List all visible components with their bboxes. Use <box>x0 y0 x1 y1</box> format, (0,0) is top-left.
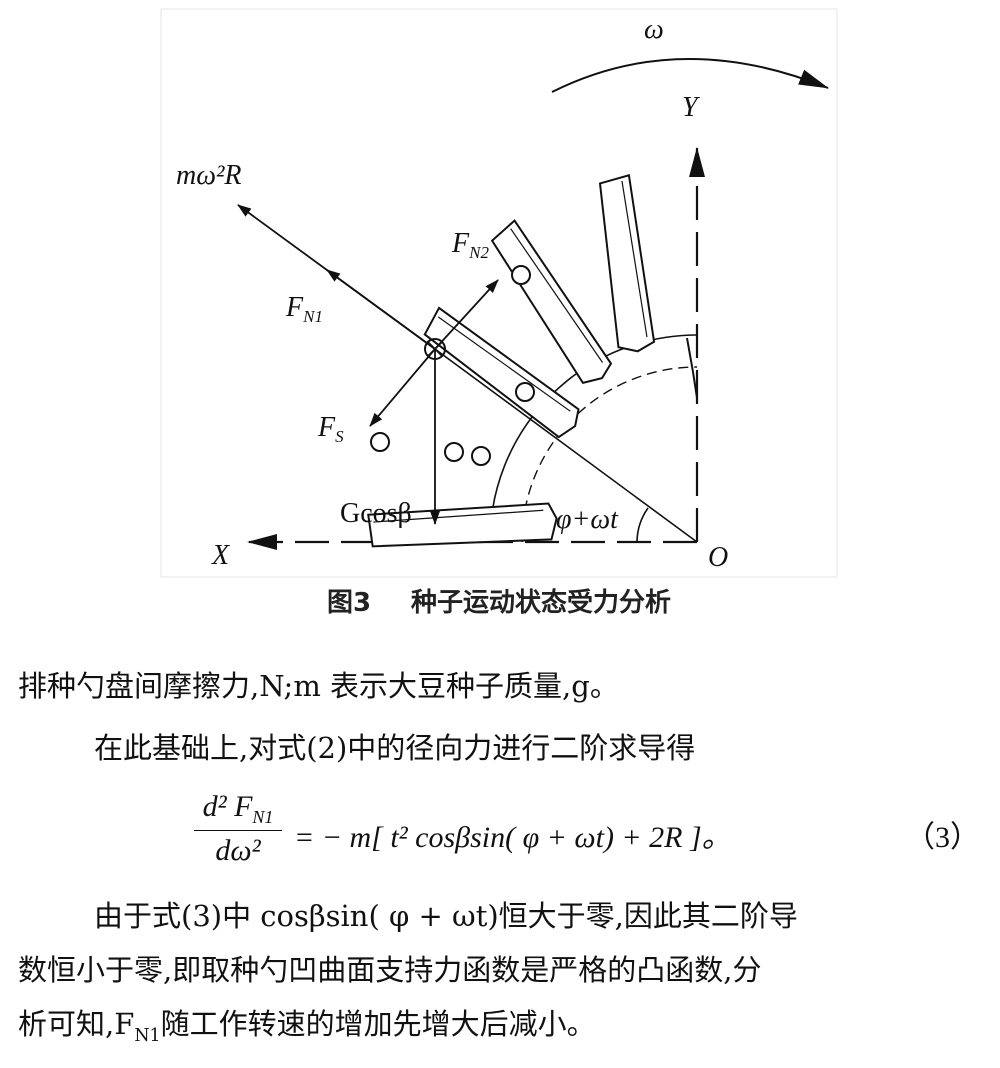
seed-spoon <box>423 306 580 439</box>
fs-label: FS <box>317 412 344 446</box>
caption-number: 图3 <box>326 588 372 618</box>
omega-arc <box>551 58 829 93</box>
line5-sub: N1 <box>134 1025 161 1046</box>
angle-arc <box>636 507 649 543</box>
gravity-label: Gcosβ <box>340 498 412 529</box>
force-diagram: ω Y X O mω²R FN2 FN1 FS Gcosβ φ+ωt <box>160 8 838 578</box>
radial-line <box>434 348 698 543</box>
line5-rest: 随工作转速的增加先增大后减小。 <box>160 1007 596 1041</box>
omega-label: ω <box>644 14 664 45</box>
fn2-label: FN2 <box>451 228 489 262</box>
fn1-label: FN1 <box>285 292 323 326</box>
seed-circle <box>511 265 531 285</box>
fn2-arrow <box>434 279 499 350</box>
equation-3: d² FN1 dω² = − m[ t² cosβsin( φ + ωt) + … <box>190 790 980 870</box>
paragraph-line-4: 数恒小于零,即取种勺凹曲面支持力函数是严格的凸函数,分 <box>18 953 762 987</box>
seed-circle <box>370 432 390 452</box>
fs-arrow <box>369 348 436 427</box>
origin-label: O <box>708 542 728 573</box>
figure-caption: 图3 种子运动状态受力分析 <box>160 582 838 619</box>
paragraph-line-1: 排种勺盘间摩擦力,N;m 表示大豆种子质量,g。 <box>18 669 619 703</box>
paragraph-line-5: 析可知,FN1随工作转速的增加先增大后减小。 <box>18 1004 983 1056</box>
seed-spoon <box>598 174 656 353</box>
formula-denominator: dω² <box>215 834 261 867</box>
figure-frame <box>160 8 838 578</box>
figure: ω Y X O mω²R FN2 FN1 FS Gcosβ φ+ωt 图3 种子运… <box>160 8 838 626</box>
x-axis-label: X <box>211 540 230 571</box>
caption-title: 种子运动状态受力分析 <box>411 588 672 618</box>
seed-spoon <box>490 219 613 385</box>
line5-start: 析可知,F <box>18 1007 135 1041</box>
formula-numerator-sub: N1 <box>252 807 274 827</box>
seed-circle <box>515 382 535 402</box>
formula-rhs: = − m[ t² cosβsin( φ + ωt) + 2R ]。 <box>294 821 732 854</box>
seed-spoon <box>367 502 558 548</box>
spoon-partial <box>686 337 698 399</box>
angle-label: φ+ωt <box>556 504 619 535</box>
equation-number: （3） <box>905 821 980 854</box>
paragraph-line-3: 由于式(3)中 cosβsin( φ + ωt)恒大于零,因此其二阶导 <box>94 899 798 933</box>
seed-circle <box>444 442 464 462</box>
paragraph-line-2: 在此基础上,对式(2)中的径向力进行二阶求导得 <box>94 731 696 765</box>
centrifugal-label: mω²R <box>176 160 242 191</box>
y-axis-label: Y <box>682 92 701 123</box>
formula-numerator: d² F <box>202 790 253 823</box>
seed-circle <box>471 446 491 466</box>
fn1-arrow <box>326 269 436 350</box>
